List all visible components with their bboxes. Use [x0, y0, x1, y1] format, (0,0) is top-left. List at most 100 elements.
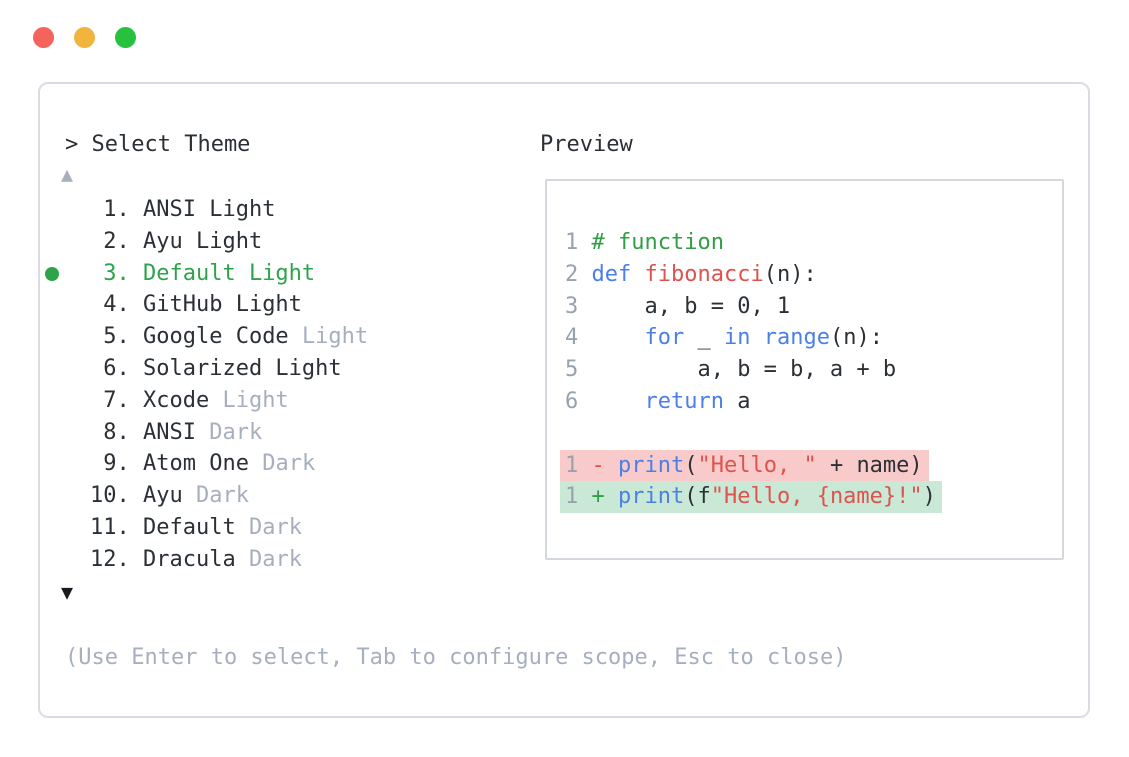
theme-item-number: 5.	[103, 324, 130, 350]
code-line: 4 for _ in range(n):	[560, 322, 1062, 354]
select-theme-prompt: > Select Theme	[65, 132, 251, 157]
line-number: 5	[565, 357, 592, 383]
code-token: print	[618, 452, 685, 478]
code-line-content: 3 a, b = 0, 1	[560, 291, 796, 323]
code-token: a	[723, 388, 751, 414]
code-token	[750, 325, 763, 350]
code-token: -	[591, 452, 605, 478]
code-token: _	[684, 325, 724, 351]
code-token	[605, 484, 618, 509]
hint-text: (Use Enter to select, Tab to configure s…	[65, 645, 847, 670]
selected-dot-icon	[45, 266, 59, 281]
preview-label: Preview	[540, 132, 633, 157]
code-token: a, b = b, a + b	[591, 357, 897, 383]
theme-item-label: Ayu	[142, 483, 183, 509]
theme-item[interactable]: 2. Ayu Light	[65, 226, 368, 258]
line-number: 2	[565, 261, 592, 287]
line-number: 1	[565, 452, 592, 478]
close-button[interactable]	[33, 27, 54, 48]
line-number: 1	[565, 230, 592, 255]
code-token: def	[591, 261, 632, 287]
code-token	[592, 389, 645, 414]
code-token: (f	[684, 484, 711, 510]
theme-item-number: 11.	[90, 514, 130, 540]
code-token	[631, 262, 644, 287]
code-token: "Hello, "	[697, 452, 817, 478]
code-token: + name)	[816, 452, 923, 478]
line-number: 3	[565, 293, 592, 319]
code-line: 5 a, b = b, a + b	[560, 354, 1062, 386]
theme-item-number: 3.	[103, 260, 130, 286]
theme-item[interactable]: 5. Google Code Light	[65, 321, 368, 353]
code-token: +	[591, 484, 605, 510]
diff-removed-line: 1 - print("Hello, " + name)	[560, 449, 929, 482]
diff-added-line: 1 + print(f"Hello, {name}!")	[560, 481, 942, 514]
theme-item-label: Dracula	[142, 546, 236, 572]
code-token: (	[684, 452, 698, 478]
theme-item[interactable]: 3. Default Light	[45, 258, 368, 290]
code-token: in	[723, 325, 751, 351]
code-line: 3 a, b = 0, 1	[560, 291, 1062, 323]
theme-item-number: 8.	[103, 419, 130, 445]
theme-item[interactable]: 6. Solarized Light	[65, 353, 368, 385]
theme-item[interactable]: 8. ANSI Dark	[65, 417, 368, 449]
theme-item[interactable]: 1. ANSI Light	[65, 194, 368, 226]
code-token: a, b = 0, 1	[591, 293, 791, 319]
theme-item-variant: Dark	[195, 483, 249, 509]
maximize-button[interactable]	[115, 27, 136, 48]
theme-item-variant: Light	[301, 324, 369, 350]
code-token: print	[618, 484, 685, 510]
theme-item-number: 10.	[90, 483, 130, 509]
code-token: (n):	[829, 325, 883, 351]
theme-item-number: 2.	[103, 228, 130, 254]
theme-item-variant: Dark	[262, 451, 316, 477]
theme-item-label: Default Light	[142, 260, 316, 286]
code-line: 1 + print(f"Hello, {name}!")	[560, 481, 1062, 514]
code-line: 6 return a	[560, 386, 1062, 418]
code-line-content: 4 for _ in range(n):	[560, 322, 889, 354]
code-line-content: 6 return a	[560, 386, 756, 418]
code-token: for	[644, 325, 685, 351]
code-line-content: 2 def fibonacci(n):	[560, 259, 823, 291]
theme-item[interactable]: 4. GitHub Light	[65, 289, 368, 321]
code-blank-line	[560, 418, 1062, 450]
code-token: return	[644, 388, 724, 414]
theme-item[interactable]: 12. Dracula Dark	[65, 544, 368, 576]
theme-item-label: Ayu Light	[142, 228, 263, 254]
code-token: range	[763, 325, 830, 351]
theme-item-label: Atom One	[142, 451, 249, 477]
theme-item[interactable]: 9. Atom One Dark	[65, 448, 368, 480]
scroll-up-icon[interactable]: ▲	[61, 162, 74, 186]
code-token: "Hello, {name}!"	[710, 484, 923, 510]
code-token: )	[922, 484, 936, 510]
minimize-button[interactable]	[74, 27, 95, 48]
code-line: 1 # function	[560, 227, 1062, 259]
theme-item-label: GitHub Light	[142, 292, 302, 318]
theme-item[interactable]: 7. Xcode Light	[65, 385, 368, 417]
theme-item-label: Google Code	[142, 324, 289, 350]
code-token: # function	[591, 230, 724, 255]
theme-item-label: Solarized Light	[142, 355, 342, 381]
window-controls	[33, 27, 136, 48]
line-number: 6	[565, 388, 592, 414]
theme-item-variant: Dark	[248, 546, 302, 572]
code-line: 1 - print("Hello, " + name)	[560, 449, 1062, 482]
theme-item-variant: Light	[222, 387, 289, 413]
line-number: 1	[565, 484, 592, 510]
scroll-down-icon[interactable]: ▼	[61, 580, 74, 604]
theme-item-number: 4.	[103, 292, 130, 318]
theme-item[interactable]: 10. Ayu Dark	[65, 480, 368, 512]
code-token	[605, 453, 618, 478]
theme-item-variant: Dark	[248, 514, 302, 540]
theme-item-label: ANSI Light	[142, 197, 276, 222]
theme-item-number: 7.	[103, 387, 130, 413]
code-line-content: 1 # function	[560, 227, 730, 259]
theme-item-number: 9.	[103, 451, 130, 477]
theme-item-number: 1.	[103, 197, 130, 222]
theme-item[interactable]: 11. Default Dark	[65, 512, 368, 544]
